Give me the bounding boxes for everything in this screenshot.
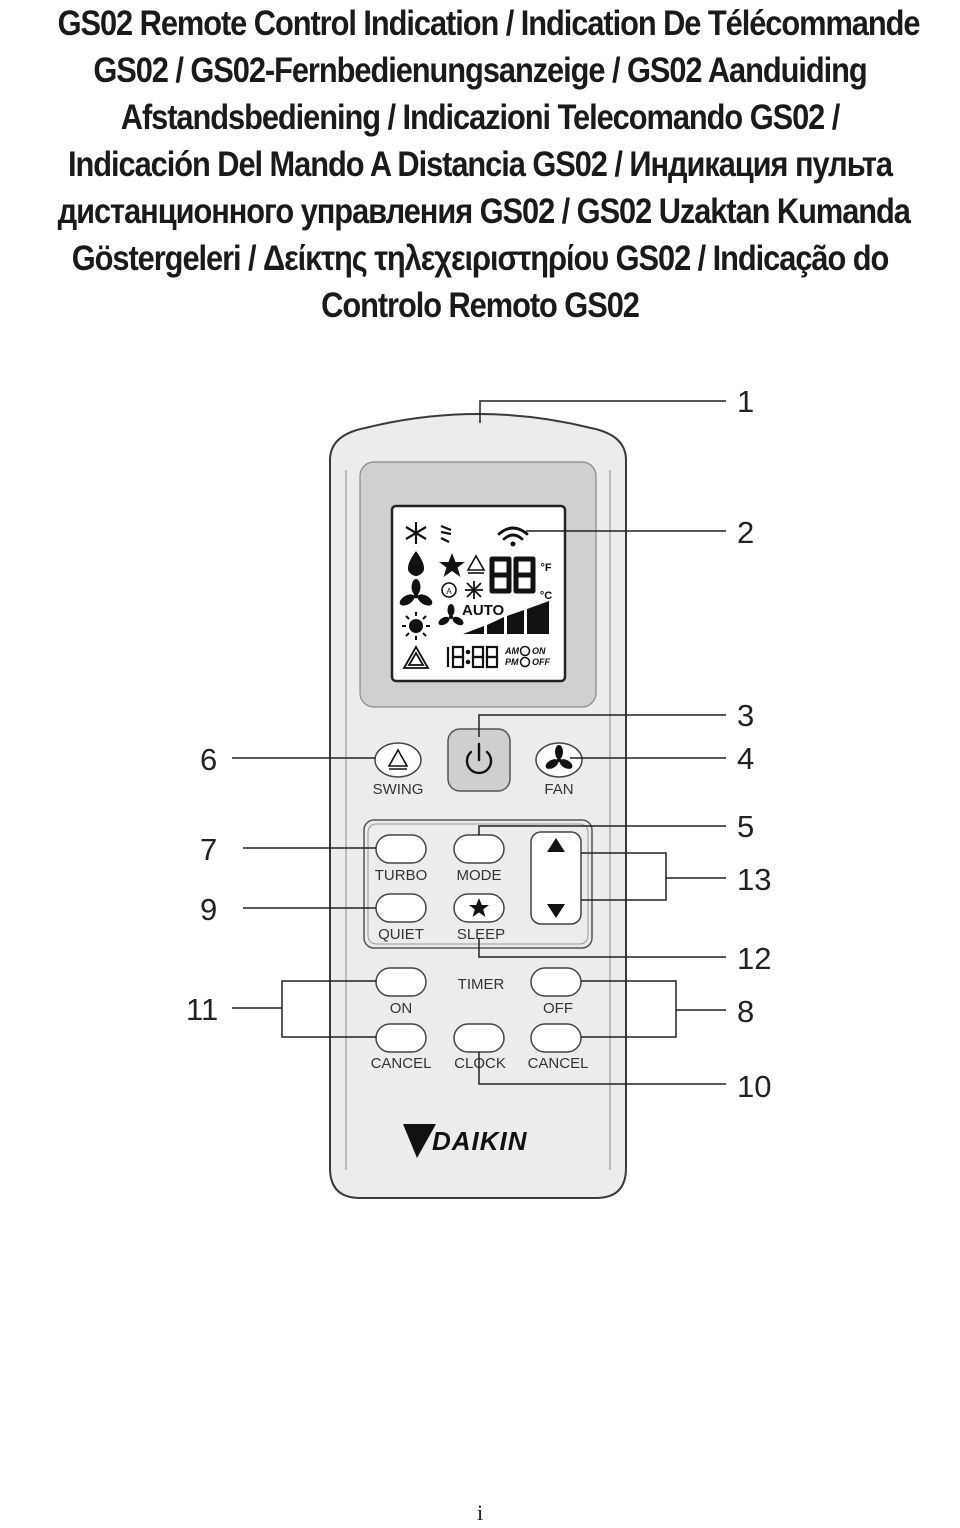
timer-off-button[interactable] (530, 967, 582, 997)
quiet-label: QUIET (378, 926, 424, 943)
cancel-left-label: CANCEL (371, 1055, 432, 1072)
on-label: ON (390, 1000, 413, 1017)
cancel-left-button[interactable] (375, 1023, 427, 1053)
callout-10: 10 (737, 1069, 771, 1104)
up-arrow-icon[interactable] (547, 838, 565, 852)
page-title: GS02 Remote Control Indication / Indicat… (0, 0, 960, 329)
ion-icon: A (441, 582, 457, 598)
turbo-label: TURBO (375, 867, 428, 884)
svg-text:A: A (446, 587, 452, 596)
callout-5: 5 (737, 809, 754, 844)
pm-indicator: PM (505, 657, 519, 667)
callout-3: 3 (737, 698, 754, 733)
sun-icon (402, 612, 430, 640)
callout-9: 9 (200, 892, 217, 927)
quiet-button[interactable] (375, 893, 427, 923)
fan-icon (399, 579, 433, 606)
title-line: Controlo Remoto GS02 (321, 286, 640, 325)
power-button[interactable] (447, 728, 511, 792)
on-indicator: ON (532, 646, 546, 656)
fan-speed-icon (438, 604, 464, 626)
callout-4: 4 (737, 741, 754, 776)
title-line: GS02 / GS02-Fernbedienungsanzeige / GS02… (93, 51, 867, 90)
swing-icon (387, 748, 409, 770)
title-line: GS02 Remote Control Indication / Indicat… (57, 4, 921, 43)
callout-2: 2 (737, 515, 754, 550)
cancel-right-button[interactable] (530, 1023, 582, 1053)
am-indicator: AM (504, 646, 519, 656)
wifi-icon (497, 526, 529, 547)
power-icon (465, 742, 493, 775)
fan-button-icon (545, 745, 573, 769)
callout-lines (232, 400, 726, 1085)
control-group-inner (367, 823, 589, 945)
clock-label: CLOCK (454, 1055, 506, 1072)
clock-digits (446, 645, 499, 669)
title-line: дистанционного управления GS02 / GS02 Uz… (57, 192, 911, 231)
mode-label: MODE (457, 867, 502, 884)
swing-label: SWING (373, 781, 424, 798)
brand-logo: DAIKIN (432, 1126, 528, 1156)
mode-button[interactable] (453, 834, 505, 864)
daikin-logo-mark (403, 1124, 436, 1158)
star-icon (439, 553, 465, 577)
off-label: OFF (543, 1000, 573, 1017)
fan-label: FAN (544, 781, 573, 798)
unit-celsius: °C (540, 590, 552, 602)
temperature-rocker[interactable] (530, 831, 582, 925)
remote-diagram: A °F °C AUTO AM PM (186, 384, 771, 1199)
page-number: i (476, 1500, 484, 1525)
turbo-button[interactable] (375, 834, 427, 864)
warning-icon (402, 645, 430, 669)
callout-12: 12 (737, 941, 771, 976)
snowflake-icon (405, 522, 427, 544)
callout-1: 1 (737, 384, 754, 419)
fan-button[interactable] (535, 742, 583, 778)
callout-6: 6 (200, 742, 217, 777)
callout-11: 11 (186, 992, 218, 1027)
off-indicator: OFF (532, 657, 550, 667)
callout-8: 8 (737, 994, 754, 1029)
timer-off-icon (519, 656, 531, 668)
drop-icon (407, 551, 425, 576)
control-group-frame (363, 819, 593, 949)
callout-7: 7 (200, 832, 217, 867)
down-arrow-icon[interactable] (547, 904, 565, 918)
unit-fahrenheit: °F (540, 562, 551, 574)
sleep-button[interactable] (453, 893, 505, 923)
title-line: Indicación Del Mando A Distancia GS02 / … (68, 145, 893, 184)
swing-indicator-icon (466, 554, 486, 574)
timer-on-button[interactable] (375, 967, 427, 997)
swing-flap-icon (440, 524, 452, 543)
title-line: Afstandsbediening / Indicazioni Telecoma… (120, 98, 841, 137)
title-line: Göstergeleri / Δείκτης τηλεχειριστηρίου … (71, 239, 890, 278)
temperature-digits (489, 556, 536, 594)
turbo-icon (465, 581, 483, 599)
callout-13: 13 (737, 862, 771, 897)
timer-on-icon (519, 645, 531, 657)
fan-level-bars (463, 601, 549, 634)
timer-label: TIMER (458, 976, 505, 993)
auto-indicator: AUTO (462, 602, 505, 619)
sleep-star-icon (469, 898, 489, 917)
swing-button[interactable] (374, 742, 422, 778)
clock-button[interactable] (453, 1023, 505, 1053)
cancel-right-label: CANCEL (528, 1055, 589, 1072)
sleep-label: SLEEP (457, 926, 505, 943)
